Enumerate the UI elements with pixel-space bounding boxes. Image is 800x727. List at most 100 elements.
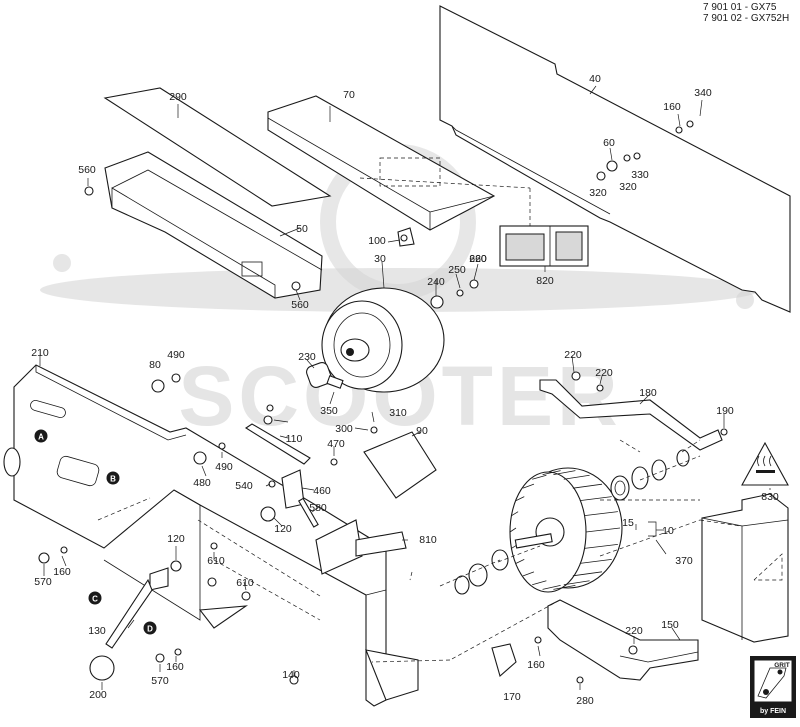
hardware-item xyxy=(628,645,638,655)
hardware-item xyxy=(291,281,301,291)
part-label-120: 120 xyxy=(274,523,292,535)
hardware-item xyxy=(330,458,338,466)
part-label-320: 320 xyxy=(619,181,637,193)
part-40-cover-panel xyxy=(439,5,791,313)
part-label-210: 210 xyxy=(31,347,49,359)
svg-text:A: A xyxy=(38,432,44,441)
part-label-300: 300 xyxy=(335,423,353,435)
part-label-50: 50 xyxy=(296,223,308,235)
part-label-560: 560 xyxy=(291,299,309,311)
part-label-580: 580 xyxy=(309,502,327,514)
hardware-item xyxy=(170,560,182,572)
hardware-item xyxy=(241,591,251,601)
part-label-610: 610 xyxy=(236,577,254,589)
part-label-570: 570 xyxy=(34,576,52,588)
watermark-logo: SCOOTER xyxy=(40,144,760,443)
part-label-190: 190 xyxy=(716,405,734,417)
hot-surface-warning-icon xyxy=(741,441,789,486)
part-label-490: 490 xyxy=(167,349,185,361)
part-label-610: 610 xyxy=(207,555,225,567)
marker-c: C xyxy=(88,591,102,605)
screws-and-washers xyxy=(38,120,728,685)
part-820-label xyxy=(499,225,589,267)
part-70-top-cover xyxy=(267,95,496,231)
part-labels: 1015304050607080901001101201201301401501… xyxy=(31,73,779,707)
grit-fein-logo: GRIT by FEIN xyxy=(750,656,796,718)
part-label-340: 340 xyxy=(694,87,712,99)
hardware-item xyxy=(469,279,479,289)
part-30-wheel xyxy=(321,287,445,393)
part-label-470: 470 xyxy=(327,438,345,450)
part-label-240: 240 xyxy=(427,276,445,288)
part-label-220: 220 xyxy=(595,367,613,379)
part-label-110: 110 xyxy=(286,433,303,445)
part-label-320: 320 xyxy=(589,187,607,199)
part-label-130: 130 xyxy=(88,625,106,637)
marker-a: A xyxy=(34,429,48,443)
part-label-220: 220 xyxy=(564,349,582,361)
hardware-item xyxy=(210,542,218,550)
part-label-310: 310 xyxy=(389,407,407,419)
hardware-item xyxy=(400,234,408,242)
part-810-label-plate xyxy=(355,531,407,557)
hardware-item xyxy=(207,577,217,587)
hardware-item xyxy=(576,676,584,684)
part-label-350: 350 xyxy=(320,405,338,417)
part-label-15: 15 xyxy=(622,517,634,529)
part-label-200: 200 xyxy=(89,689,107,701)
hardware-item xyxy=(60,546,68,554)
hardware-item xyxy=(263,415,273,425)
hardware-item xyxy=(171,373,181,383)
hardware-item xyxy=(720,428,728,436)
part-15-bearings xyxy=(454,449,690,595)
circle-markers: A B C D xyxy=(34,429,157,635)
part-label-70: 70 xyxy=(343,89,355,101)
part-label-250: 250 xyxy=(448,264,466,276)
svg-text:C: C xyxy=(92,594,98,603)
part-label-90: 90 xyxy=(416,425,428,437)
hardware-item xyxy=(623,154,631,162)
logo-fein-text: by FEIN xyxy=(760,708,786,715)
part-10-contact-drum xyxy=(509,467,623,593)
part-label-540: 540 xyxy=(235,480,253,492)
part-label-10: 10 xyxy=(662,525,674,537)
marker-d: D xyxy=(143,621,157,635)
hardware-item xyxy=(534,636,542,644)
part-label-80: 80 xyxy=(149,359,161,371)
part-label-460: 460 xyxy=(313,485,331,497)
hardware-item xyxy=(675,126,683,134)
hardware-item xyxy=(38,552,50,564)
model-number-2: 7 901 02 - GX752H xyxy=(703,13,789,24)
model-number-1: 7 901 01 - GX75 xyxy=(703,2,777,13)
hardware-item xyxy=(606,160,618,172)
marker-b: B xyxy=(106,471,120,485)
part-90-plate xyxy=(363,431,437,499)
part-label-560: 560 xyxy=(78,164,96,176)
hardware-item xyxy=(268,480,276,488)
part-label-160: 160 xyxy=(166,661,184,673)
part-label-820: 820 xyxy=(536,275,554,287)
part-label-810: 810 xyxy=(419,534,437,546)
part-label-220: 220 xyxy=(625,625,643,637)
part-150-bracket xyxy=(547,599,699,681)
part-label-180: 180 xyxy=(639,387,657,399)
hardware-item xyxy=(370,426,378,434)
hardware-item xyxy=(456,289,464,297)
hardware-item xyxy=(218,442,226,450)
hardware-item xyxy=(155,653,165,663)
hardware-item xyxy=(84,186,94,196)
part-label-60: 60 xyxy=(603,137,615,149)
part-label-160: 160 xyxy=(53,566,71,578)
part-label-150: 150 xyxy=(661,619,679,631)
hardware-item xyxy=(633,152,641,160)
part-label-330: 330 xyxy=(631,169,649,181)
part-label-170: 170 xyxy=(503,691,521,703)
hardware-item xyxy=(596,384,604,392)
part-label-480: 480 xyxy=(193,477,211,489)
hardware-item xyxy=(571,371,581,381)
part-label-100: 100 xyxy=(368,235,386,247)
part-label-140: 140 xyxy=(282,669,300,681)
svg-text:B: B xyxy=(110,474,116,483)
part-label-490: 490 xyxy=(215,461,233,473)
